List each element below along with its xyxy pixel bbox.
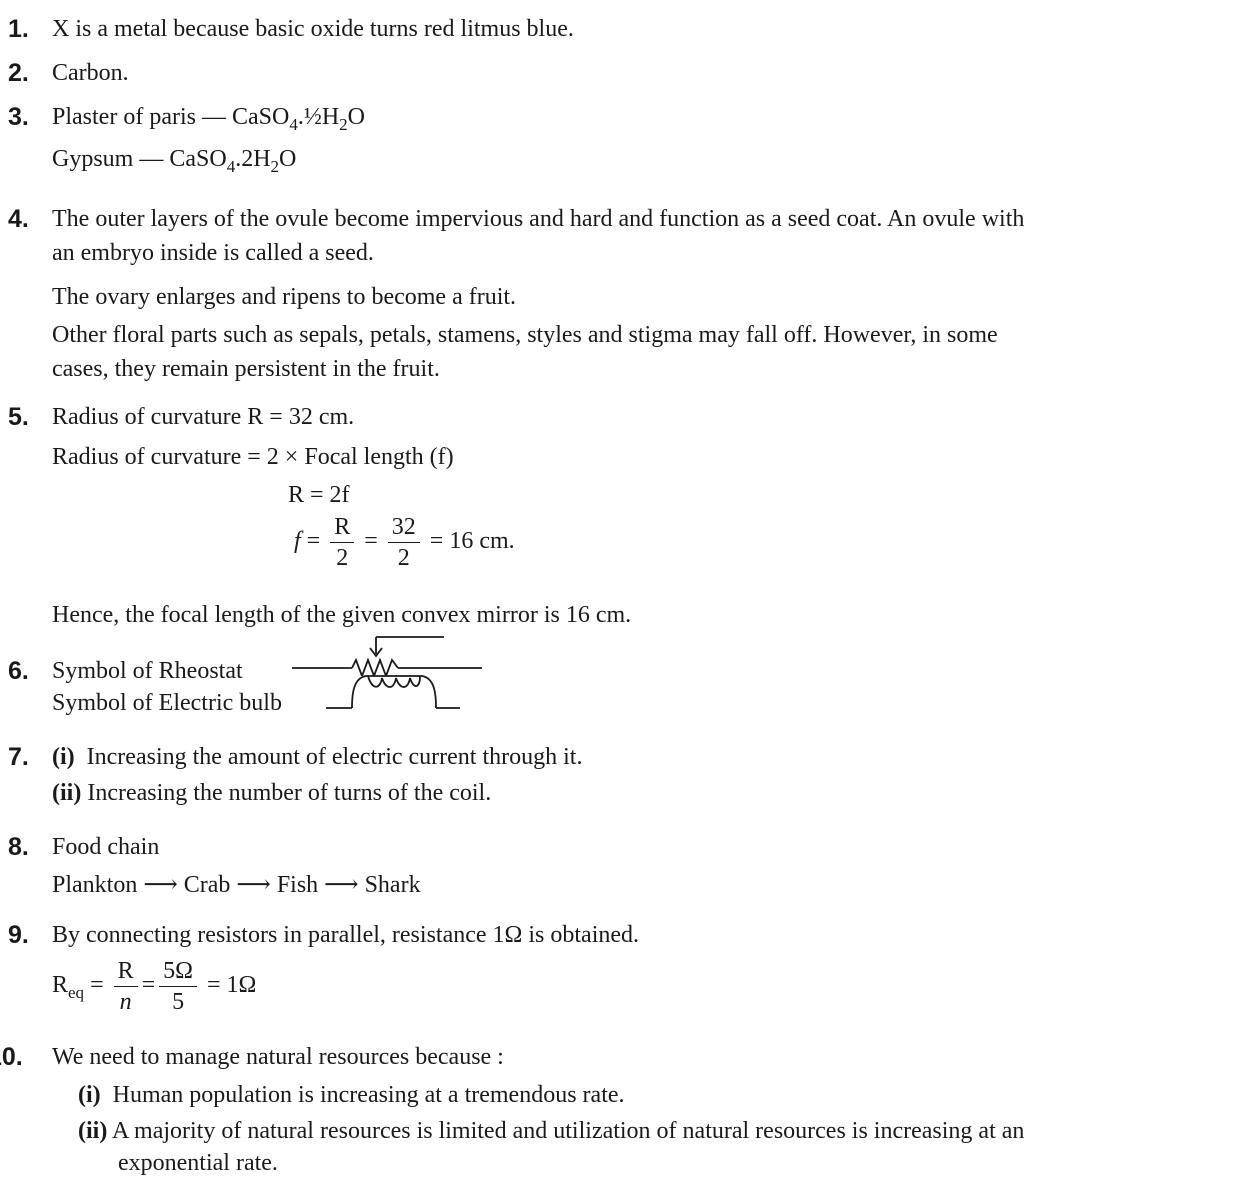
answer-number-8: 8. (8, 833, 29, 861)
answer-10-ii: (ii) A majority of natural resources is … (78, 1118, 1025, 1144)
answer-5-line-2: Radius of curvature = 2 × Focal length (… (52, 444, 454, 470)
answer-5-line-1: Radius of curvature R = 32 cm. (52, 404, 355, 430)
answer-number-5: 5. (8, 403, 29, 431)
answer-4-line-2: an embryo inside is called a seed. (52, 240, 374, 266)
food-chain-item: Fish (276, 872, 319, 898)
arrow-right-icon: ⟶ (143, 872, 178, 898)
food-chain-item: Plankton (52, 872, 138, 898)
answer-9-line-1: By connecting resistors in parallel, res… (52, 922, 640, 948)
arrow-right-icon: ⟶ (324, 872, 359, 898)
answer-8-label: Food chain (52, 834, 160, 860)
food-chain-item: Shark (364, 872, 421, 898)
answer-number-3: 3. (8, 103, 29, 131)
answer-number-2: 2. (8, 59, 29, 87)
answer-7-ii: (ii) Increasing the number of turns of t… (52, 780, 492, 806)
answer-number-7: 7. (8, 743, 29, 771)
answer-4-line-1: The outer layers of the ovule become imp… (52, 206, 1025, 232)
answer-1: X is a metal because basic oxide turns r… (52, 16, 574, 42)
answer-10-ii-line-2: exponential rate. (118, 1150, 278, 1176)
rheostat-symbol-icon (292, 636, 482, 676)
answer-number-1: 1. (8, 15, 29, 43)
answer-4-line-3: The ovary enlarges and ripens to become … (52, 284, 517, 310)
answer-number-9: 9. (8, 921, 29, 949)
answer-10-i: (i) Human population is increasing at a … (78, 1082, 625, 1108)
answer-7-i: (i) Increasing the amount of electric cu… (52, 744, 583, 770)
answer-3-gypsum: Gypsum — CaSO4.2H2O (52, 146, 297, 176)
food-chain-item: Crab (183, 872, 231, 898)
arrow-right-icon: ⟶ (236, 872, 271, 898)
answer-5-equation-1: R = 2f (288, 482, 350, 508)
answer-3-plaster-of-paris: Plaster of paris — CaSO4.½H2O (52, 104, 365, 134)
electric-bulb-symbol-icon (326, 675, 460, 709)
answer-5-conclusion: Hence, the focal length of the given con… (52, 602, 632, 628)
answer-number-6: 6. (8, 657, 29, 685)
answer-6-rheostat-label: Symbol of Rheostat (52, 658, 243, 684)
answer-6-bulb-label: Symbol of Electric bulb (52, 690, 282, 716)
food-chain: Plankton ⟶ Crab ⟶ Fish ⟶ Shark (52, 870, 421, 900)
answer-2: Carbon. (52, 60, 129, 86)
answer-10-line-1: We need to manage natural resources beca… (52, 1044, 504, 1070)
answer-number-4: 4. (8, 205, 29, 233)
answer-4-line-5: cases, they remain persistent in the fru… (52, 356, 440, 382)
answer-number-10: 10. (0, 1043, 23, 1071)
answer-4-line-4: Other floral parts such as sepals, petal… (52, 322, 998, 348)
